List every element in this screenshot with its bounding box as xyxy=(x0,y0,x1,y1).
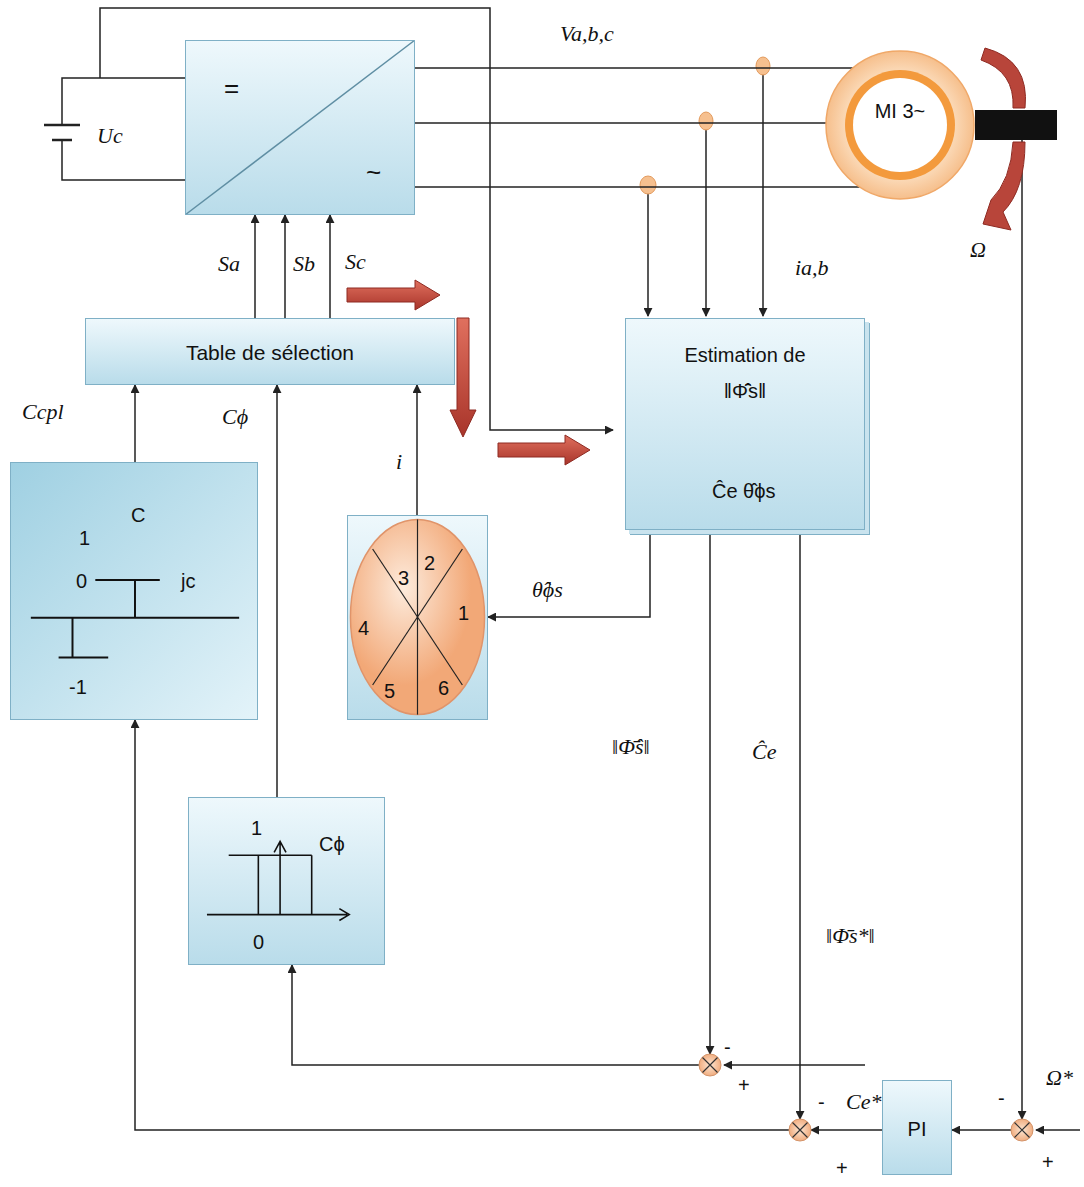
signal-label: Cϕ xyxy=(222,405,248,429)
node-text: MI 3~ xyxy=(870,97,930,125)
signal-label: ‖Φ̄s*‖ xyxy=(826,924,875,948)
node-graphic xyxy=(825,40,1060,235)
node-graphic xyxy=(186,41,414,214)
node-text: + xyxy=(836,1156,848,1180)
signal-connector xyxy=(1021,235,1023,1119)
signal-connector xyxy=(416,385,418,515)
signal-label: Sc xyxy=(345,250,366,274)
node-text: + xyxy=(738,1073,750,1097)
node-text: - xyxy=(998,1086,1005,1110)
signal-connector xyxy=(254,215,256,318)
signal-label: Uc xyxy=(97,124,123,148)
node-text: 4 xyxy=(358,616,369,640)
battery-symbol xyxy=(44,125,80,140)
node-text: ~ xyxy=(366,157,381,188)
node-text: 2 xyxy=(424,551,435,575)
signal-label: Va,b,c xyxy=(560,22,614,46)
node-graphic xyxy=(1010,1118,1034,1142)
summing-junction: -+ xyxy=(698,1053,722,1077)
node-text: Ĉe θ̂ϕs xyxy=(712,479,775,503)
signal-label: i xyxy=(396,450,402,474)
signal-label: ‖Φ̄̂s‖ xyxy=(612,735,650,759)
node-graphic xyxy=(788,1118,812,1142)
signal-connector xyxy=(135,720,789,1130)
signal-connector xyxy=(276,385,278,797)
node-text: -1 xyxy=(69,675,87,699)
sector-selector: 32 1 4 5 6 xyxy=(347,515,488,720)
signal-connector xyxy=(292,965,699,1065)
signal-label: θ̂ϕs xyxy=(532,578,563,602)
dc-source-wires xyxy=(62,8,613,430)
node-text: PI xyxy=(908,1117,927,1141)
signal-label: Ccpl xyxy=(22,400,64,424)
node-text: Table de sélection xyxy=(186,340,354,365)
signal-connector xyxy=(284,215,286,318)
signal-connector xyxy=(709,530,711,1054)
signal-connector xyxy=(811,1129,882,1131)
node-text: - xyxy=(818,1090,825,1114)
signal-connector xyxy=(415,186,860,188)
signal-label: Ω xyxy=(970,238,986,262)
signal-label: Ce* xyxy=(846,1090,881,1114)
signal-label: Sa xyxy=(218,252,240,276)
signal-label: ia,b xyxy=(795,256,829,280)
signal-label: Ĉe xyxy=(752,740,776,764)
node-graphic xyxy=(189,798,384,964)
signal-connector xyxy=(415,122,826,124)
signal-connector xyxy=(134,385,136,462)
node-text: 3 xyxy=(398,566,409,590)
node-text: 1 xyxy=(79,526,90,550)
node-text: 5 xyxy=(384,679,395,703)
signal-label: Ω* xyxy=(1046,1066,1073,1090)
torque-hysteresis: C 1 0 jc -1 xyxy=(10,462,258,720)
node-text: 0 xyxy=(253,930,264,954)
node-graphic xyxy=(698,1053,722,1077)
node-text: 0 xyxy=(76,569,87,593)
node-text: Cϕ xyxy=(319,832,345,856)
node-text: Estimation de ‖Φ̄̂s‖ xyxy=(670,337,820,409)
signal-connector xyxy=(415,67,853,69)
induction-motor: MI 3~ xyxy=(825,40,1060,235)
flux-hysteresis: 1Cϕ 0 xyxy=(188,797,385,965)
signal-connector xyxy=(329,215,331,318)
signal-connector xyxy=(799,530,801,1119)
node-text: jc xyxy=(181,569,195,593)
signal-label: Sb xyxy=(293,252,315,276)
node-graphic xyxy=(11,463,257,719)
summing-junction: -+ xyxy=(1010,1118,1034,1142)
estimator-box: Estimation de ‖Φ̄̂s‖ Ĉe θ̂ϕs xyxy=(625,318,865,530)
inverter-box: =~ xyxy=(185,40,415,215)
node-text: - xyxy=(724,1035,731,1059)
node-text: 1 xyxy=(251,816,262,840)
sensor-dots xyxy=(640,57,770,194)
node-text: 6 xyxy=(438,676,449,700)
pi-controller: PI xyxy=(882,1080,952,1175)
sensor-taps xyxy=(648,68,763,316)
selection-table: Table de sélection xyxy=(85,318,455,385)
signal-connector xyxy=(488,530,650,617)
summing-junction: -+ xyxy=(788,1118,812,1142)
node-text: 1 xyxy=(458,601,469,625)
node-text: = xyxy=(224,73,239,104)
node-text: + xyxy=(1042,1150,1054,1174)
node-text: C xyxy=(131,503,145,527)
signal-connector xyxy=(952,1129,1011,1131)
